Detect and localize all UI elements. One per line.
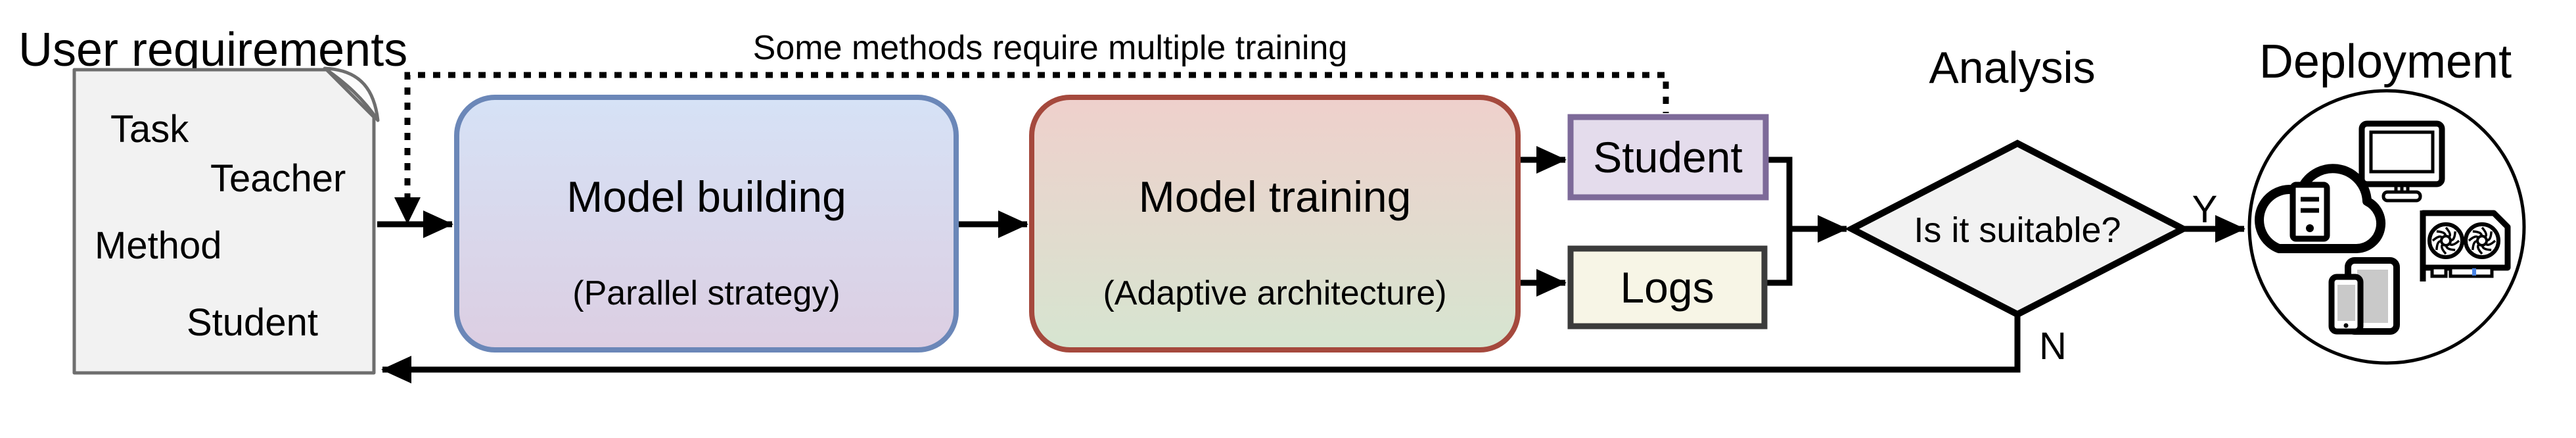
feedback-edge: Some methods require multiple training <box>394 29 1669 224</box>
fan-icon <box>2427 222 2464 259</box>
student-label: Student <box>1593 133 1743 182</box>
model-building-box <box>454 95 959 353</box>
phone-screen <box>2337 285 2355 321</box>
doc-item-student: Student <box>187 301 318 344</box>
model-training-node: Model training (Adaptive architecture) <box>1029 95 1521 353</box>
document-folded-corner-icon <box>323 66 380 122</box>
gpu-connector <box>2449 266 2494 278</box>
user-requirements-title: User requirements <box>18 24 407 76</box>
gpu-connector <box>2430 266 2448 278</box>
no-branch-label: N <box>2039 325 2067 368</box>
monitor-base <box>2381 190 2422 203</box>
model-training-subtitle: (Adaptive architecture) <box>1103 274 1446 312</box>
flow-arrows <box>377 146 2245 383</box>
cloud-server-icon <box>2254 164 2386 253</box>
analysis-title: Analysis <box>1929 43 2095 93</box>
doc-item-method: Method <box>95 224 221 267</box>
mobile-devices-icon <box>2328 257 2400 335</box>
fan-icon <box>2464 222 2500 259</box>
deployment-node <box>2247 89 2526 365</box>
user-requirements-document: Task Teacher Method Student <box>72 66 380 375</box>
student-box <box>1567 114 1769 201</box>
gpu-connector-notch <box>2472 268 2476 276</box>
model-building-node: Model building (Parallel strategy) <box>454 95 959 353</box>
model-building-subtitle: (Parallel strategy) <box>572 274 840 312</box>
decision-diamond <box>1845 139 2190 318</box>
model-training-box <box>1029 95 1521 353</box>
gpu-icon <box>2420 210 2511 281</box>
yes-branch-label: Y <box>2192 188 2218 231</box>
phone-home-button <box>2343 323 2349 328</box>
decision-node: Is it suitable? Y N <box>1845 139 2218 368</box>
logs-label: Logs <box>1620 263 1714 312</box>
doc-item-teacher: Teacher <box>210 157 346 200</box>
merge-connector <box>1766 157 1793 286</box>
doc-item-task: Task <box>110 108 189 151</box>
document-shape <box>72 68 376 375</box>
arrow-decision-no-return <box>381 314 2021 383</box>
model-training-title: Model training <box>1139 172 1412 221</box>
feedback-label: Some methods require multiple training <box>753 29 1348 67</box>
deployment-circle <box>2247 89 2526 365</box>
logs-box <box>1567 245 1768 329</box>
server-led <box>2306 224 2314 232</box>
student-node: Student <box>1567 114 1769 201</box>
monitor-icon <box>2358 120 2445 203</box>
model-building-title: Model building <box>566 172 846 221</box>
feedback-arrowhead-icon <box>394 197 421 224</box>
monitor-screen <box>2369 130 2435 174</box>
logs-node: Logs <box>1567 245 1768 329</box>
decision-question: Is it suitable? <box>1914 210 2121 250</box>
deployment-title: Deployment <box>2259 36 2512 88</box>
